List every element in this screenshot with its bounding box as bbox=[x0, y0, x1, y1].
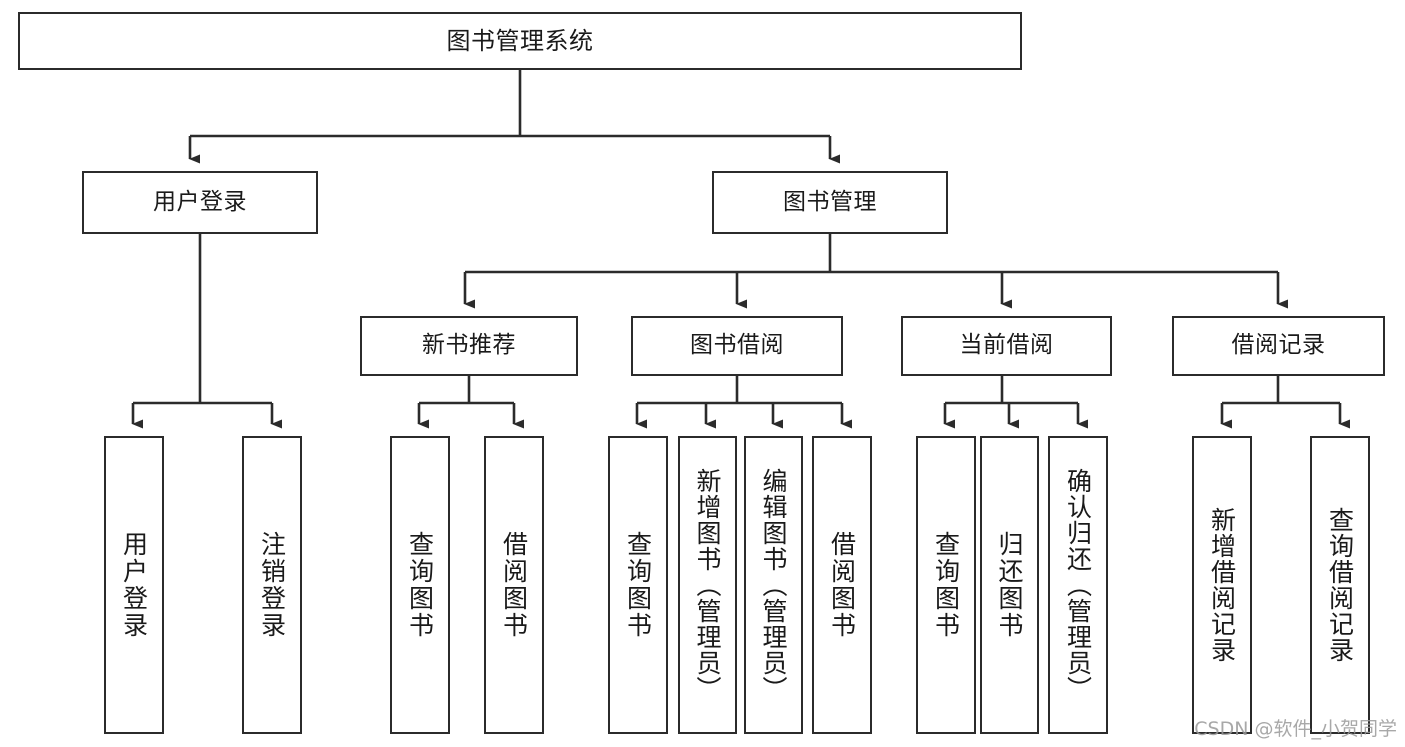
node-new-book-recommend[interactable]: 新书推荐 bbox=[360, 316, 578, 376]
node-label: 新增图书（管理员） bbox=[693, 468, 722, 702]
leaf-return-book[interactable]: 归还图书 bbox=[980, 436, 1039, 734]
leaf-add-book-admin[interactable]: 新增图书（管理员） bbox=[678, 436, 737, 734]
node-label: 借阅图书 bbox=[499, 531, 529, 639]
node-label: 编辑图书（管理员） bbox=[759, 468, 788, 702]
node-borrow-record[interactable]: 借阅记录 bbox=[1172, 316, 1385, 376]
node-label: 注销登录 bbox=[257, 531, 287, 639]
node-label: 图书借阅 bbox=[690, 332, 784, 359]
leaf-query-borrow-record[interactable]: 查询借阅记录 bbox=[1310, 436, 1370, 734]
leaf-borrow-book-2[interactable]: 借阅图书 bbox=[812, 436, 872, 734]
node-label: 用户登录 bbox=[153, 188, 247, 215]
node-label: 图书管理 bbox=[783, 188, 877, 215]
node-user-login[interactable]: 用户登录 bbox=[82, 171, 318, 234]
node-label: 用户登录 bbox=[119, 531, 149, 639]
node-current-borrow[interactable]: 当前借阅 bbox=[901, 316, 1112, 376]
leaf-logout-login[interactable]: 注销登录 bbox=[242, 436, 302, 734]
node-label: 查询图书 bbox=[931, 531, 961, 639]
node-label: 确认归还（管理员） bbox=[1063, 468, 1093, 702]
node-label: 图书管理系统 bbox=[446, 26, 594, 55]
node-book-borrow[interactable]: 图书借阅 bbox=[631, 316, 843, 376]
node-label: 查询图书 bbox=[623, 531, 653, 639]
node-label: 新书推荐 bbox=[422, 332, 516, 359]
leaf-borrow-book-1[interactable]: 借阅图书 bbox=[484, 436, 544, 734]
leaf-confirm-return-admin[interactable]: 确认归还（管理员） bbox=[1048, 436, 1108, 734]
node-label: 查询借阅记录 bbox=[1325, 507, 1355, 663]
leaf-query-book-3[interactable]: 查询图书 bbox=[916, 436, 976, 734]
leaf-edit-book-admin[interactable]: 编辑图书（管理员） bbox=[744, 436, 803, 734]
leaf-query-book-1[interactable]: 查询图书 bbox=[390, 436, 450, 734]
csdn-watermark: CSDN @软件_小贺同学 bbox=[1194, 718, 1397, 740]
leaf-user-login[interactable]: 用户登录 bbox=[104, 436, 164, 734]
leaf-query-book-2[interactable]: 查询图书 bbox=[608, 436, 668, 734]
node-label: 借阅记录 bbox=[1231, 332, 1326, 359]
node-book-management[interactable]: 图书管理 bbox=[712, 171, 948, 234]
node-label: 查询图书 bbox=[405, 531, 435, 639]
node-label: 归还图书 bbox=[995, 531, 1024, 639]
node-root-system[interactable]: 图书管理系统 bbox=[18, 12, 1022, 70]
leaf-add-borrow-record[interactable]: 新增借阅记录 bbox=[1192, 436, 1252, 734]
node-label: 当前借阅 bbox=[959, 332, 1054, 359]
node-label: 新增借阅记录 bbox=[1207, 507, 1237, 663]
node-label: 借阅图书 bbox=[827, 531, 857, 639]
